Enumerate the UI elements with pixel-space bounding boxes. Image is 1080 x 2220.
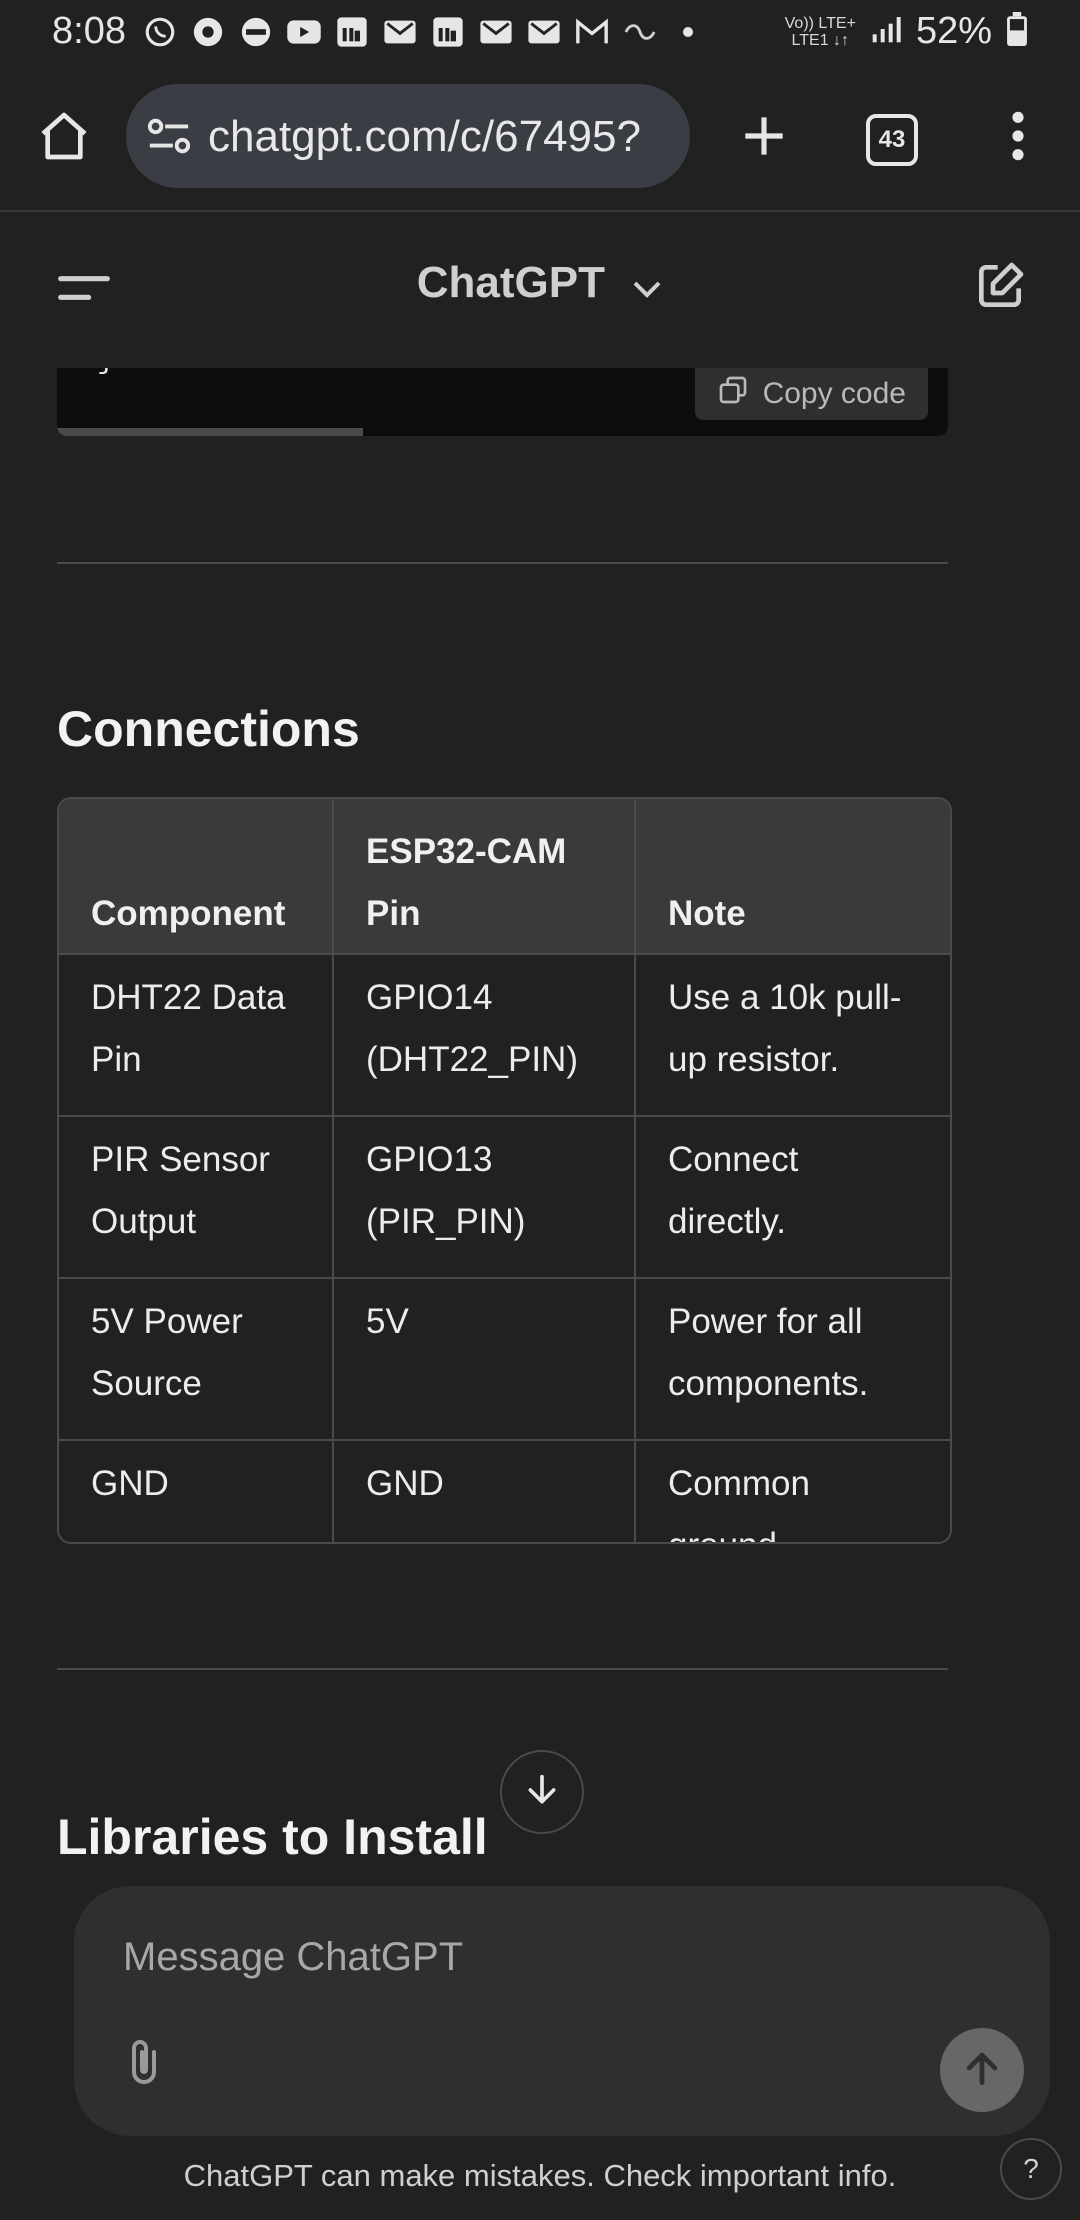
- youtube-icon: [286, 14, 322, 50]
- copy-icon[interactable]: [717, 374, 749, 414]
- table-cell: Connect directly.: [635, 1116, 950, 1279]
- help-button[interactable]: ?: [1000, 2138, 1062, 2200]
- section-heading: Libraries to Install: [57, 1809, 488, 1865]
- dot-icon: [670, 14, 706, 50]
- email-icon: [526, 14, 562, 50]
- status-time: 8:08: [52, 10, 126, 52]
- more-options-icon[interactable]: [1000, 108, 1036, 164]
- scroll-to-bottom-button[interactable]: [500, 1750, 584, 1834]
- url-text[interactable]: chatgpt.com/c/67495?: [208, 112, 641, 161]
- message-input[interactable]: [121, 1926, 945, 1988]
- column-header: Note: [635, 799, 950, 955]
- status-right: Vo)) LTE+ LTE1 ↓↑ 52%: [785, 10, 1028, 53]
- chrome-icon: [190, 14, 226, 50]
- section-divider: [57, 562, 948, 564]
- arrow-up-icon[interactable]: [960, 2046, 1004, 2095]
- table-cell: Common ground.: [635, 1440, 950, 1542]
- address-bar[interactable]: chatgpt.com/c/67495?: [126, 84, 690, 188]
- vpn-icon: [238, 14, 274, 50]
- column-header: Component: [59, 799, 334, 955]
- connections-table: Component ESP32-CAM Pin Note DHT22 Data …: [57, 797, 952, 1544]
- battery-percent: 52%: [915, 10, 992, 52]
- arrow-down-icon[interactable]: [522, 1770, 562, 1815]
- table-cell: Use a 10k pull-up resistor.: [635, 954, 950, 1117]
- code-scrollbar[interactable]: [57, 428, 363, 436]
- table-cell: GND: [333, 1440, 636, 1542]
- copy-code-button[interactable]: Copy code: [694, 368, 928, 420]
- new-tab-icon[interactable]: [736, 108, 792, 164]
- linkedin-icon: [334, 14, 370, 50]
- copy-code-label[interactable]: Copy code: [762, 377, 906, 410]
- column-header: ESP32-CAM Pin: [333, 799, 636, 955]
- gmail-icon: [574, 14, 610, 50]
- tab-switcher-button[interactable]: 43: [866, 114, 918, 166]
- app-icon: [622, 14, 658, 50]
- status-bar: 8:08 Vo)) LTE+ LTE1 ↓↑ 52%: [0, 0, 1080, 66]
- signal-icon: [870, 13, 902, 50]
- table-row: GND GND Common ground.: [59, 1440, 950, 1542]
- section-heading: Connections: [57, 701, 360, 757]
- chevron-down-icon[interactable]: [631, 260, 663, 310]
- send-button[interactable]: [940, 2028, 1024, 2112]
- home-icon[interactable]: [36, 108, 92, 164]
- code-block: } Copy code: [57, 368, 948, 436]
- table-header-row: Component ESP32-CAM Pin Note: [59, 799, 950, 955]
- mail-icon: [382, 14, 418, 50]
- model-selector[interactable]: ChatGPT: [0, 258, 1080, 310]
- mail-icon: [478, 14, 514, 50]
- table-cell: 5V: [333, 1278, 636, 1441]
- new-chat-icon[interactable]: [972, 258, 1028, 314]
- notification-icons: [142, 12, 706, 52]
- attach-icon[interactable]: [114, 2032, 174, 2092]
- section-divider: [57, 1668, 948, 1670]
- battery-icon: [1006, 12, 1028, 51]
- table-row: PIR Sensor Output GPIO13 (PIR_PIN) Conne…: [59, 1116, 950, 1279]
- linkedin-icon: [430, 14, 466, 50]
- table-cell: 5V Power Source: [59, 1278, 334, 1441]
- table-row: DHT22 Data Pin GPIO14 (DHT22_PIN) Use a …: [59, 954, 950, 1117]
- table-cell: DHT22 Data Pin: [59, 954, 334, 1117]
- table-cell: GND: [59, 1440, 334, 1542]
- table-cell: GPIO13 (PIR_PIN): [333, 1116, 636, 1279]
- table-cell: PIR Sensor Output: [59, 1116, 334, 1279]
- page-title[interactable]: ChatGPT: [416, 258, 605, 307]
- whatsapp-icon: [142, 14, 178, 50]
- message-composer: [74, 1886, 1050, 2136]
- disclaimer-text: ChatGPT can make mistakes. Check importa…: [183, 2158, 897, 2193]
- site-settings-icon[interactable]: [146, 114, 194, 158]
- code-text: }: [97, 368, 115, 378]
- network-label: Vo)) LTE+ LTE1 ↓↑: [784, 14, 856, 49]
- table-row: 5V Power Source 5V Power for all compone…: [59, 1278, 950, 1441]
- table-cell: GPIO14 (DHT22_PIN): [333, 954, 636, 1117]
- sidebar-menu-icon[interactable]: [56, 262, 112, 314]
- table-cell: Power for all components.: [635, 1278, 950, 1441]
